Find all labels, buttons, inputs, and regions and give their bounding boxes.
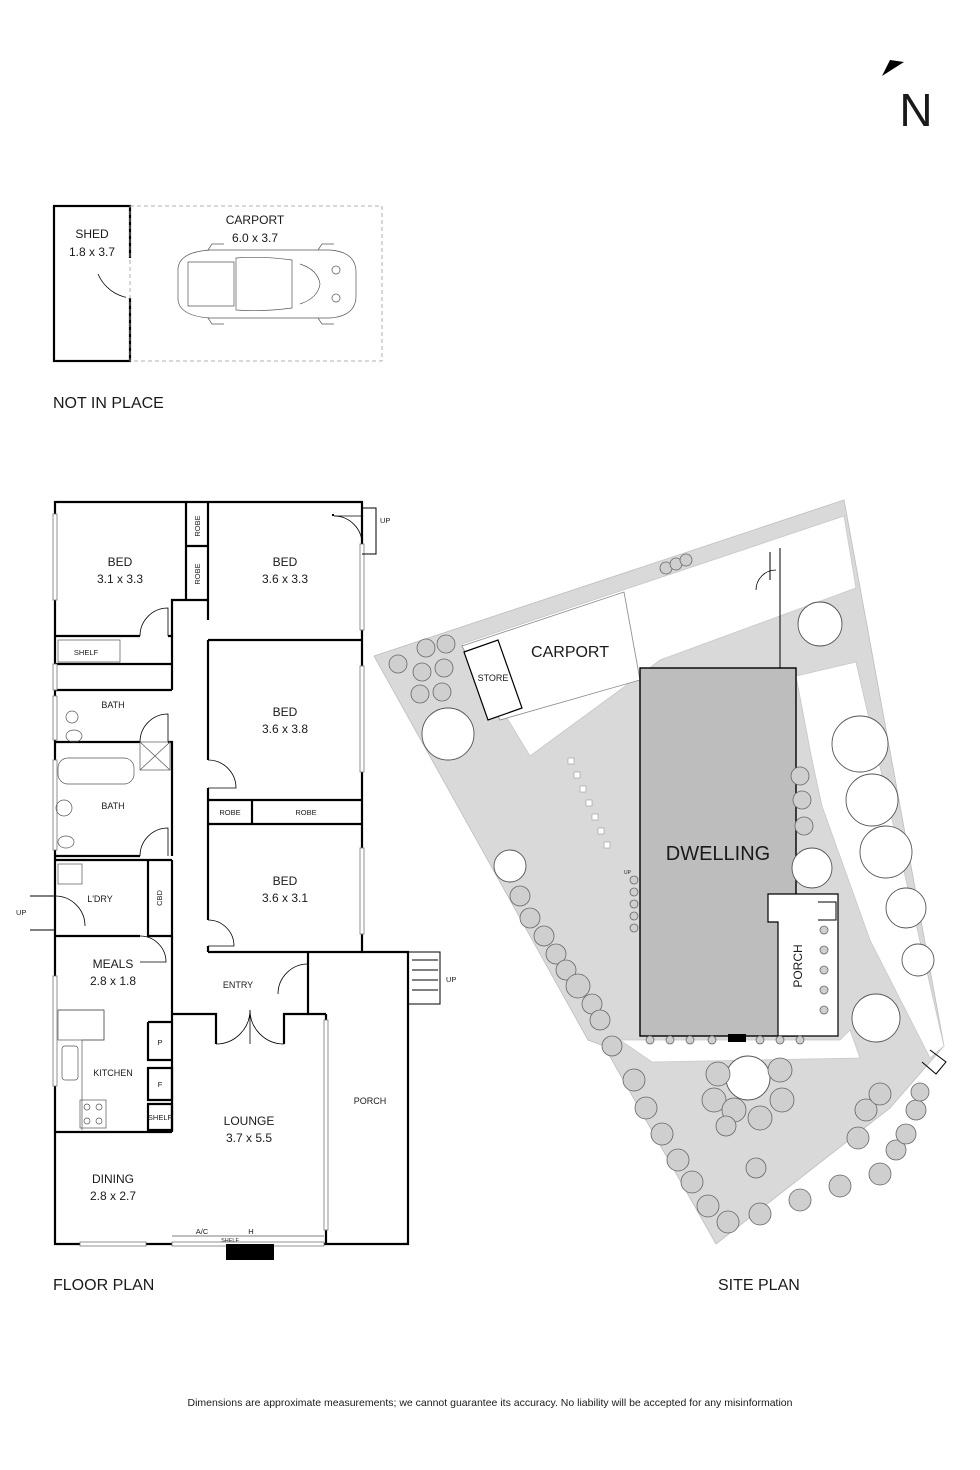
dining-label: DINING: [92, 1172, 134, 1186]
site-shrubs: [388, 553, 930, 1234]
robe-label-1: ROBE: [193, 515, 202, 536]
carport-outline: [129, 205, 383, 362]
lounge-label: LOUNGE: [224, 1114, 275, 1128]
bed3-size: 3.6 x 3.8: [262, 722, 308, 736]
interior-walls: [55, 502, 362, 1134]
bath1-label: BATH: [101, 700, 124, 710]
doors: [54, 515, 363, 1045]
shelf-label-1: SHELF: [74, 648, 99, 657]
bed1-size: 3.1 x 3.3: [97, 572, 143, 586]
robe-label-3: ROBE: [219, 808, 240, 817]
site-porch-label: PORCH: [791, 944, 805, 987]
fireplace: [226, 1244, 274, 1260]
bed1-label: BED: [108, 555, 133, 569]
laundry-label: L'DRY: [87, 894, 113, 904]
shelf-label-2: SHELF: [148, 1113, 173, 1122]
entry-label: ENTRY: [223, 980, 253, 990]
bed2-label: BED: [273, 555, 298, 569]
disclaimer: Dimensions are approximate measurements;…: [187, 1397, 792, 1409]
bed2-size: 3.6 x 3.3: [262, 572, 308, 586]
site-carport-label: CARPORT: [531, 644, 609, 661]
ac-label: A/C: [196, 1227, 209, 1236]
windows: [52, 513, 365, 1247]
bed4-label: BED: [273, 874, 298, 888]
shelf-label-3: SHELF: [221, 1238, 239, 1244]
kitchen-label: KITCHEN: [93, 1068, 133, 1078]
site-up-label: UP: [624, 870, 632, 876]
shed-label: SHED: [75, 227, 109, 241]
cbd-label: CBD: [155, 890, 164, 906]
north-label: N: [899, 84, 932, 136]
bed4-size: 3.6 x 3.1: [262, 891, 308, 905]
carport-size: 6.0 x 3.7: [232, 231, 278, 245]
shed-size: 1.8 x 3.7: [69, 245, 115, 259]
site-store-label: STORE: [478, 673, 509, 683]
site-dwelling: [639, 667, 797, 1037]
car-icon: [177, 243, 357, 325]
site-store: [463, 639, 523, 721]
site-dwelling-label: DWELLING: [666, 843, 770, 865]
site-trees: [421, 601, 935, 1101]
shed-door: [97, 258, 131, 299]
meals-label: MEALS: [93, 957, 134, 971]
outbuildings: SHED 1.8 x 3.7 CARPORT 6.0 x 3.7 NOT IN …: [52, 204, 383, 412]
pantry-label: P: [157, 1038, 162, 1047]
bath2-label: BATH: [101, 801, 124, 811]
porch-label: PORCH: [354, 1096, 387, 1106]
room-labels: BED 3.1 x 3.3 BED 3.6 x 3.3 BED 3.6 x 3.…: [87, 555, 386, 1203]
stepping-stones: [567, 757, 611, 849]
stairs: [30, 507, 441, 1005]
floor-plan-caption: FLOOR PLAN: [53, 1277, 154, 1294]
heater-label: H: [248, 1227, 253, 1236]
lounge-size: 3.7 x 5.5: [226, 1131, 272, 1145]
fixtures: [55, 639, 171, 1130]
robe-label-2: ROBE: [193, 563, 202, 584]
fixture-labels: ROBE ROBE ROBE ROBE SHELF CBD P F SHELF …: [16, 515, 456, 1244]
site-plan-caption: SITE PLAN: [718, 1277, 800, 1294]
up-label-2: UP: [446, 975, 456, 984]
up-label-3: UP: [16, 908, 26, 917]
meals-size: 2.8 x 1.8: [90, 974, 136, 988]
north-arrow-icon: [882, 60, 904, 76]
fridge-label: F: [158, 1080, 163, 1089]
robe-label-4: ROBE: [295, 808, 316, 817]
north-arrow: N: [882, 60, 933, 136]
bed3-label: BED: [273, 705, 298, 719]
site-plan: CARPORT STORE DWELLING PORCH: [373, 499, 947, 1294]
carport-label: CARPORT: [226, 213, 285, 227]
dining-size: 2.8 x 2.7: [90, 1189, 136, 1203]
floor-plan: BED 3.1 x 3.3 BED 3.6 x 3.3 BED 3.6 x 3.…: [16, 500, 456, 1294]
up-label-1: UP: [380, 516, 390, 525]
not-in-place-caption: NOT IN PLACE: [53, 395, 164, 412]
